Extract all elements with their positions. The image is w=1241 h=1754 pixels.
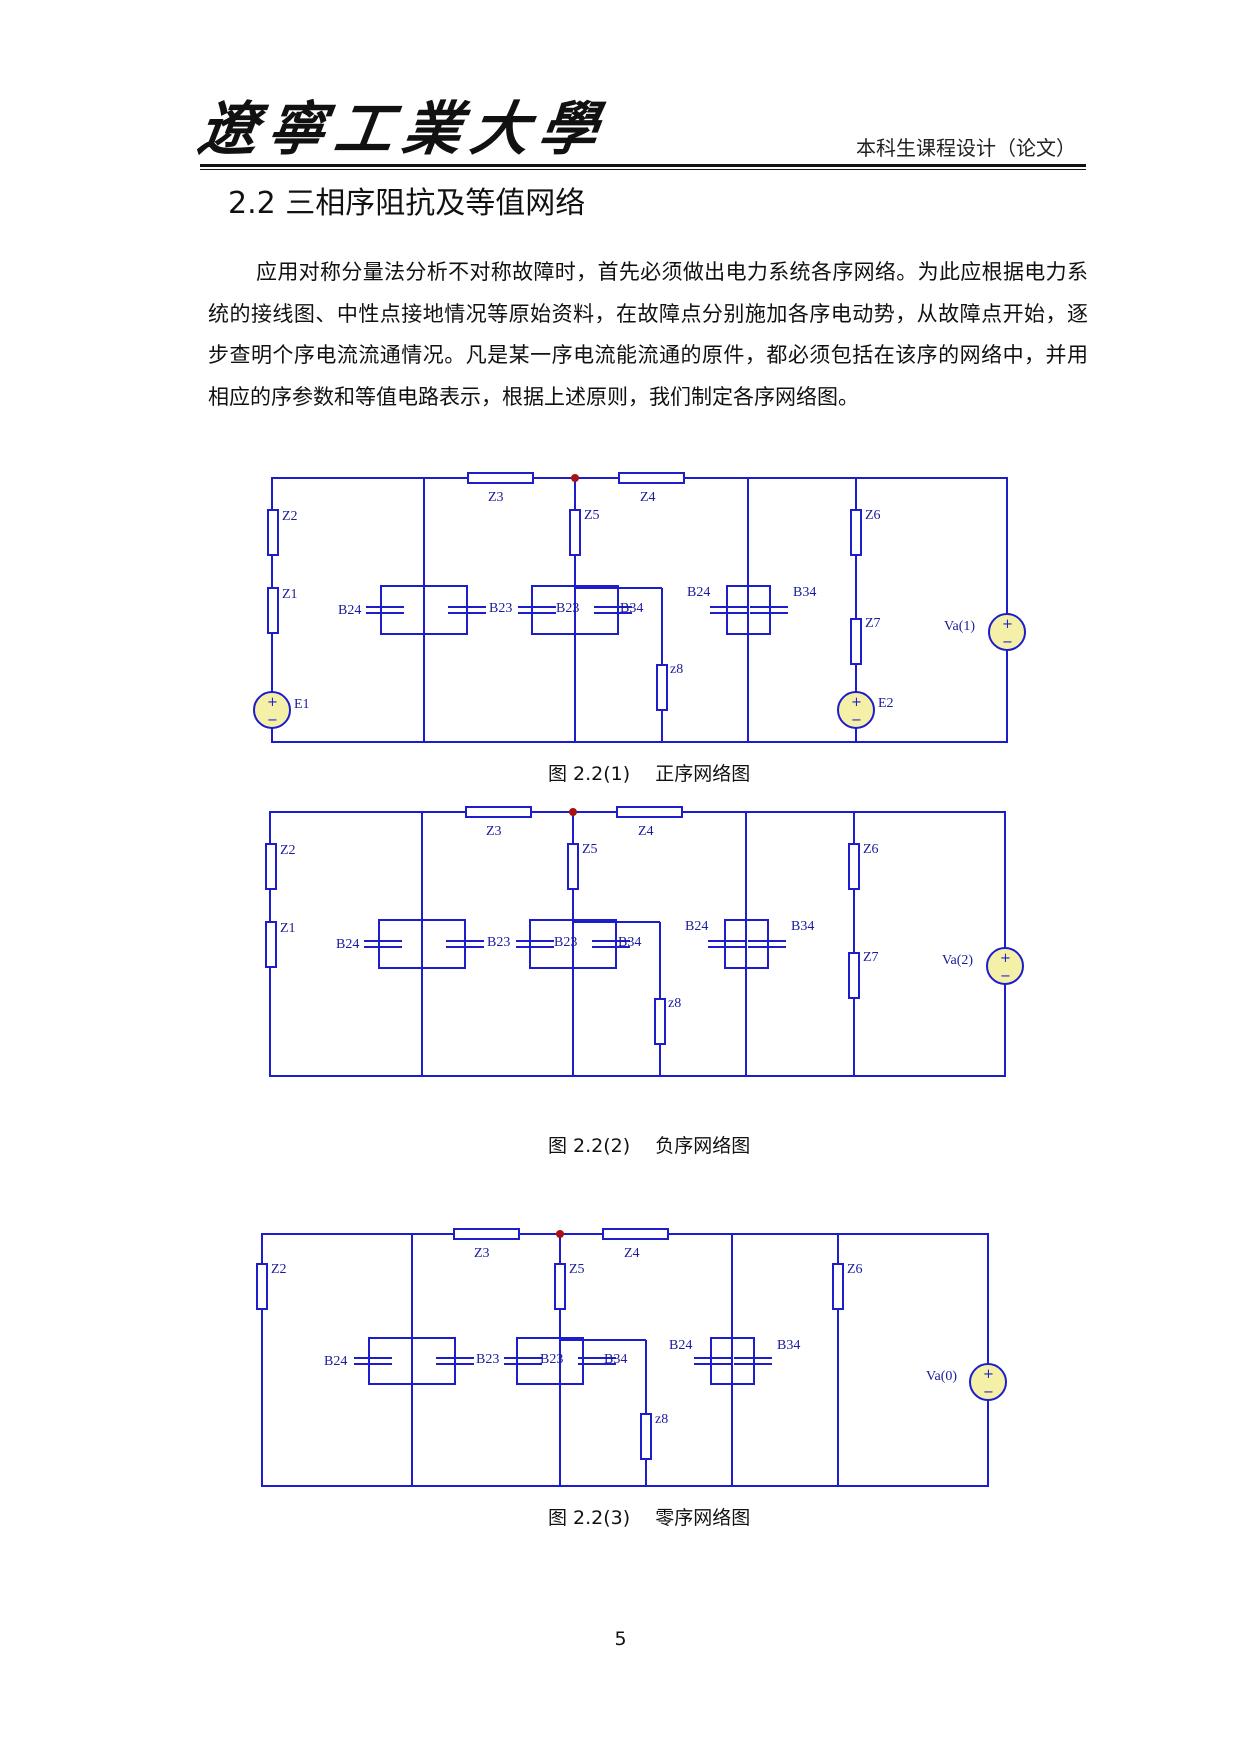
label-z8: z8 (655, 1412, 668, 1427)
label-b24b: B24 (685, 919, 708, 934)
label-b23b: B23 (556, 601, 579, 616)
svg-text:+: + (267, 695, 278, 710)
header-rule-thick (200, 164, 1086, 167)
label-b24a: B24 (324, 1354, 347, 1369)
label-z2: Z2 (282, 509, 298, 524)
label-z2: Z2 (271, 1262, 287, 1277)
label-z1: Z1 (282, 587, 298, 602)
label-b23a: B23 (476, 1352, 499, 1367)
label-b23a: B23 (487, 935, 510, 950)
label-z6: Z6 (847, 1262, 863, 1277)
label-b34a: B34 (620, 601, 643, 616)
label-b23b: B23 (554, 935, 577, 950)
label-b34a: B34 (604, 1352, 627, 1367)
svg-text:−: − (851, 713, 862, 728)
label-z1: Z1 (280, 921, 296, 936)
svg-text:−: − (1000, 969, 1011, 984)
label-z5: Z5 (582, 842, 598, 857)
figure-caption-1: 图 2.2(1) 正序网络图 (548, 763, 751, 785)
label-z5: Z5 (569, 1262, 585, 1277)
label-z3: Z3 (488, 490, 504, 505)
label-z3: Z3 (486, 824, 502, 839)
svg-text:−: − (983, 1385, 994, 1400)
label-b24b: B24 (687, 585, 710, 600)
label-b34b: B34 (793, 585, 816, 600)
label-z8: z8 (668, 996, 681, 1011)
label-z3: Z3 (474, 1246, 490, 1261)
svg-text:+: + (983, 1367, 994, 1382)
label-z6: Z6 (863, 842, 879, 857)
label-b24a: B24 (338, 603, 361, 618)
circuit-2: + − Z2 Z1 Z3 Z4 Z5 Z6 Z7 z8 B24 B23 B23 B… (265, 806, 1024, 1077)
header-rule-thin (200, 169, 1086, 170)
section-title: 2.2 三相序阻抗及等值网络 (228, 186, 586, 221)
label-e1: E1 (294, 697, 310, 712)
label-z4: Z4 (640, 490, 656, 505)
label-e2: E2 (878, 696, 894, 711)
figure-caption-2: 图 2.2(2) 负序网络图 (548, 1135, 751, 1157)
label-va1: Va(1) (944, 619, 975, 634)
label-z4: Z4 (624, 1246, 640, 1261)
circuit-1: + − + − + − Z2 Z1 Z3 Z4 Z5 Z6 Z7 z8 B24 B23… (253, 472, 1026, 743)
label-va0: Va(0) (926, 1369, 957, 1384)
label-b34a: B34 (618, 935, 641, 950)
label-va2: Va(2) (942, 953, 973, 968)
label-z7: Z7 (863, 950, 879, 965)
label-b24a: B24 (336, 937, 359, 952)
figure-caption-3: 图 2.2(3) 零序网络图 (548, 1507, 751, 1529)
body-paragraph: 应用对称分量法分析不对称故障时，首先必须做出电力系统各序网络。为此应根据电力系统… (208, 260, 1088, 409)
label-b23b: B23 (540, 1352, 563, 1367)
label-z7: Z7 (865, 616, 881, 631)
label-z5: Z5 (584, 508, 600, 523)
page-number: 5 (614, 1628, 627, 1650)
header-doc-type: 本科生课程设计（论文） (856, 136, 1076, 160)
label-b24b: B24 (669, 1338, 692, 1353)
label-z4: Z4 (638, 824, 654, 839)
svg-text:+: + (851, 695, 862, 710)
label-b23a: B23 (489, 601, 512, 616)
svg-text:+: + (1000, 951, 1011, 966)
label-b34b: B34 (791, 919, 814, 934)
svg-text:+: + (1002, 617, 1013, 632)
label-b34b: B34 (777, 1338, 800, 1353)
label-z2: Z2 (280, 843, 296, 858)
svg-text:−: − (1002, 635, 1013, 650)
circuit-3: + − Z2 Z3 Z4 Z5 Z6 z8 B24 B23 B23 B34 B24… (256, 1228, 1007, 1487)
label-z8: z8 (670, 662, 683, 677)
svg-text:−: − (267, 713, 278, 728)
label-z6: Z6 (865, 508, 881, 523)
